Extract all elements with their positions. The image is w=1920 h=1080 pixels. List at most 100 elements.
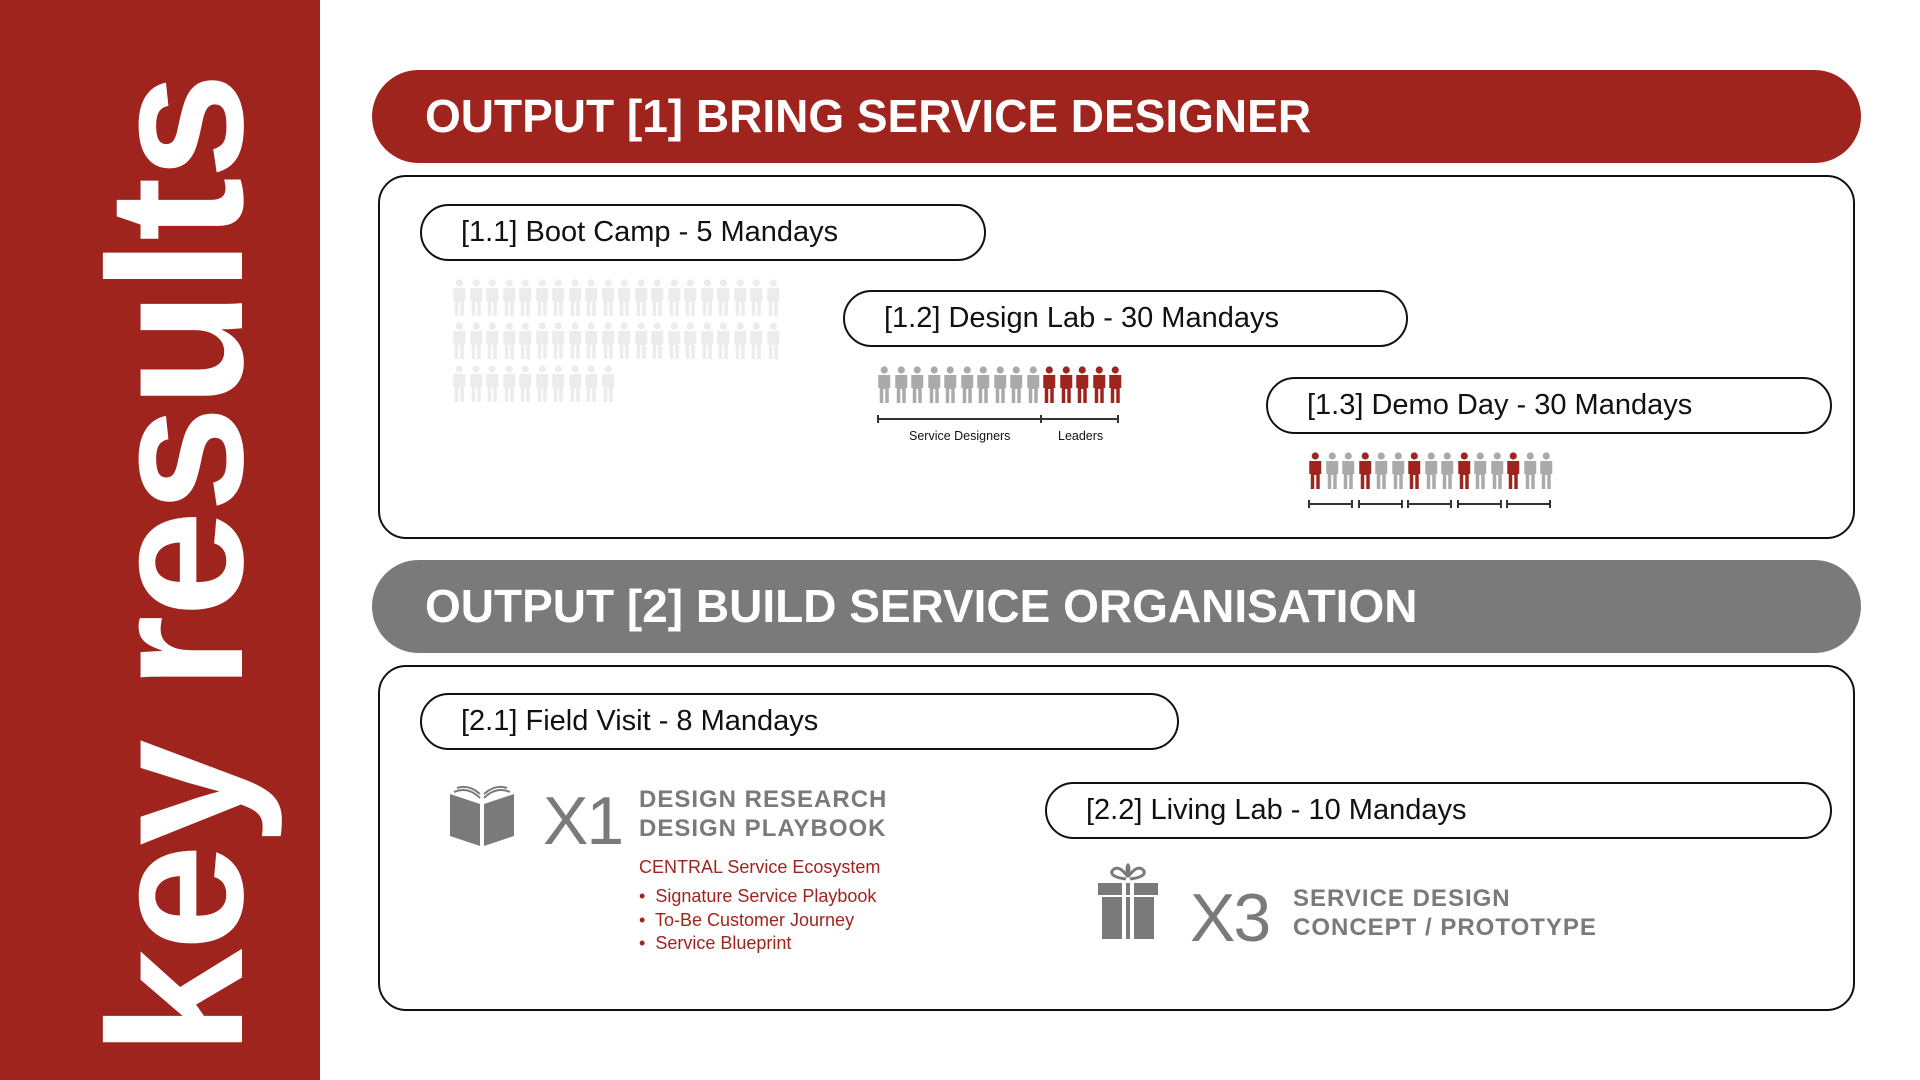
demo-day-people <box>1307 452 1555 490</box>
person-icon <box>684 322 697 359</box>
person-icon <box>535 365 548 402</box>
living-lab-pill: [2.2] Living Lab - 10 Mandays <box>1045 782 1832 839</box>
sidebar-title: key results <box>68 74 283 1056</box>
person-icon <box>651 322 664 359</box>
person-icon <box>1507 452 1520 489</box>
person-icon <box>601 365 614 402</box>
person-icon <box>1109 366 1122 403</box>
person-icon <box>618 322 631 359</box>
person-icon <box>568 322 581 359</box>
service-designers-bracket <box>877 415 1042 423</box>
gift-icon <box>1098 863 1158 939</box>
person-icon <box>1076 366 1089 403</box>
service-designers-label: Service Designers <box>909 429 1011 443</box>
person-icon <box>1490 452 1503 489</box>
person-icon <box>750 279 763 316</box>
demo-day-group-bracket <box>1456 500 1502 508</box>
person-icon <box>552 365 565 402</box>
person-icon <box>1043 366 1056 403</box>
person-icon <box>1010 366 1023 403</box>
sidebar: key results <box>0 0 320 1080</box>
person-icon <box>585 279 598 316</box>
person-icon <box>700 322 713 359</box>
person-icon <box>667 322 680 359</box>
person-icon <box>960 366 973 403</box>
person-icon <box>1325 452 1338 489</box>
leaders-label: Leaders <box>1058 429 1104 443</box>
person-icon <box>927 366 940 403</box>
person-icon <box>1540 452 1553 489</box>
person-icon <box>944 366 957 403</box>
person-icon <box>568 365 581 402</box>
person-icon <box>977 366 990 403</box>
person-icon <box>1026 366 1039 403</box>
design-lab-pill: [1.2] Design Lab - 30 Mandays <box>843 290 1408 347</box>
person-icon <box>1092 366 1105 403</box>
ecosystem-item: • To-Be Customer Journey <box>639 909 855 930</box>
boot-camp-people <box>451 279 791 403</box>
person-icon <box>993 366 1006 403</box>
person-icon <box>453 365 466 402</box>
demo-day-pill: [1.3] Demo Day - 30 Mandays <box>1266 377 1832 434</box>
person-icon <box>1391 452 1404 489</box>
person-icon <box>502 279 515 316</box>
person-icon <box>601 322 614 359</box>
output2-header: OUTPUT [2] BUILD SERVICE ORGANISATION <box>372 560 1861 653</box>
demo-day-group-bracket <box>1506 500 1551 508</box>
person-icon <box>651 279 664 316</box>
living-lab-deliverable-1: SERVICE DESIGN <box>1293 885 1511 912</box>
person-icon <box>552 322 565 359</box>
person-icon <box>717 322 730 359</box>
person-icon <box>1474 452 1487 489</box>
person-icon <box>502 322 515 359</box>
person-icon <box>552 279 565 316</box>
person-icon <box>585 322 598 359</box>
person-icon <box>1342 452 1355 489</box>
boot-camp-pill: [1.1] Boot Camp - 5 Mandays <box>420 204 986 261</box>
demo-day-group-bracket <box>1308 500 1353 508</box>
person-icon <box>618 279 631 316</box>
person-icon <box>502 365 515 402</box>
person-icon <box>634 322 647 359</box>
person-icon <box>535 322 548 359</box>
person-icon <box>1375 452 1388 489</box>
output1-panel <box>378 175 1855 539</box>
ecosystem-item: • Service Blueprint <box>639 933 792 953</box>
person-icon <box>519 365 532 402</box>
person-icon <box>486 365 499 402</box>
demo-day-group-bracket <box>1357 500 1403 508</box>
person-icon <box>568 279 581 316</box>
ecosystem-item-label: Signature Service Playbook <box>655 886 877 906</box>
person-icon <box>1358 452 1371 489</box>
person-icon <box>1523 452 1536 489</box>
person-icon <box>469 279 482 316</box>
ecosystem-item: • Signature Service Playbook <box>639 886 877 906</box>
ecosystem-list: • Signature Service Playbook • To-Be Cus… <box>639 885 876 956</box>
field-visit-deliverable-1: DESIGN RESEARCH <box>639 786 888 813</box>
person-icon <box>486 279 499 316</box>
person-icon <box>733 322 746 359</box>
leaders-bracket <box>1040 415 1119 423</box>
person-icon <box>519 322 532 359</box>
person-icon <box>535 279 548 316</box>
person-icon <box>469 365 482 402</box>
demo-day-group-bracket <box>1407 500 1452 508</box>
ecosystem-item-label: To-Be Customer Journey <box>654 909 855 930</box>
output1-header: OUTPUT [1] BRING SERVICE DESIGNER <box>372 70 1861 163</box>
person-icon <box>911 366 924 403</box>
person-icon <box>1059 366 1072 403</box>
person-icon <box>453 279 466 316</box>
design-lab-people <box>876 366 1124 404</box>
person-icon <box>519 279 532 316</box>
person-icon <box>878 366 891 403</box>
living-lab-deliverable-2: CONCEPT / PROTOTYPE <box>1293 914 1597 941</box>
person-icon <box>667 279 680 316</box>
person-icon <box>750 322 763 359</box>
person-icon <box>717 279 730 316</box>
person-icon <box>766 322 779 359</box>
ecosystem-title: CENTRAL Service Ecosystem <box>639 857 881 877</box>
person-icon <box>1408 452 1421 489</box>
person-icon <box>453 322 466 359</box>
field-visit-pill: [2.1] Field Visit - 8 Mandays <box>420 693 1179 750</box>
person-icon <box>634 279 647 316</box>
